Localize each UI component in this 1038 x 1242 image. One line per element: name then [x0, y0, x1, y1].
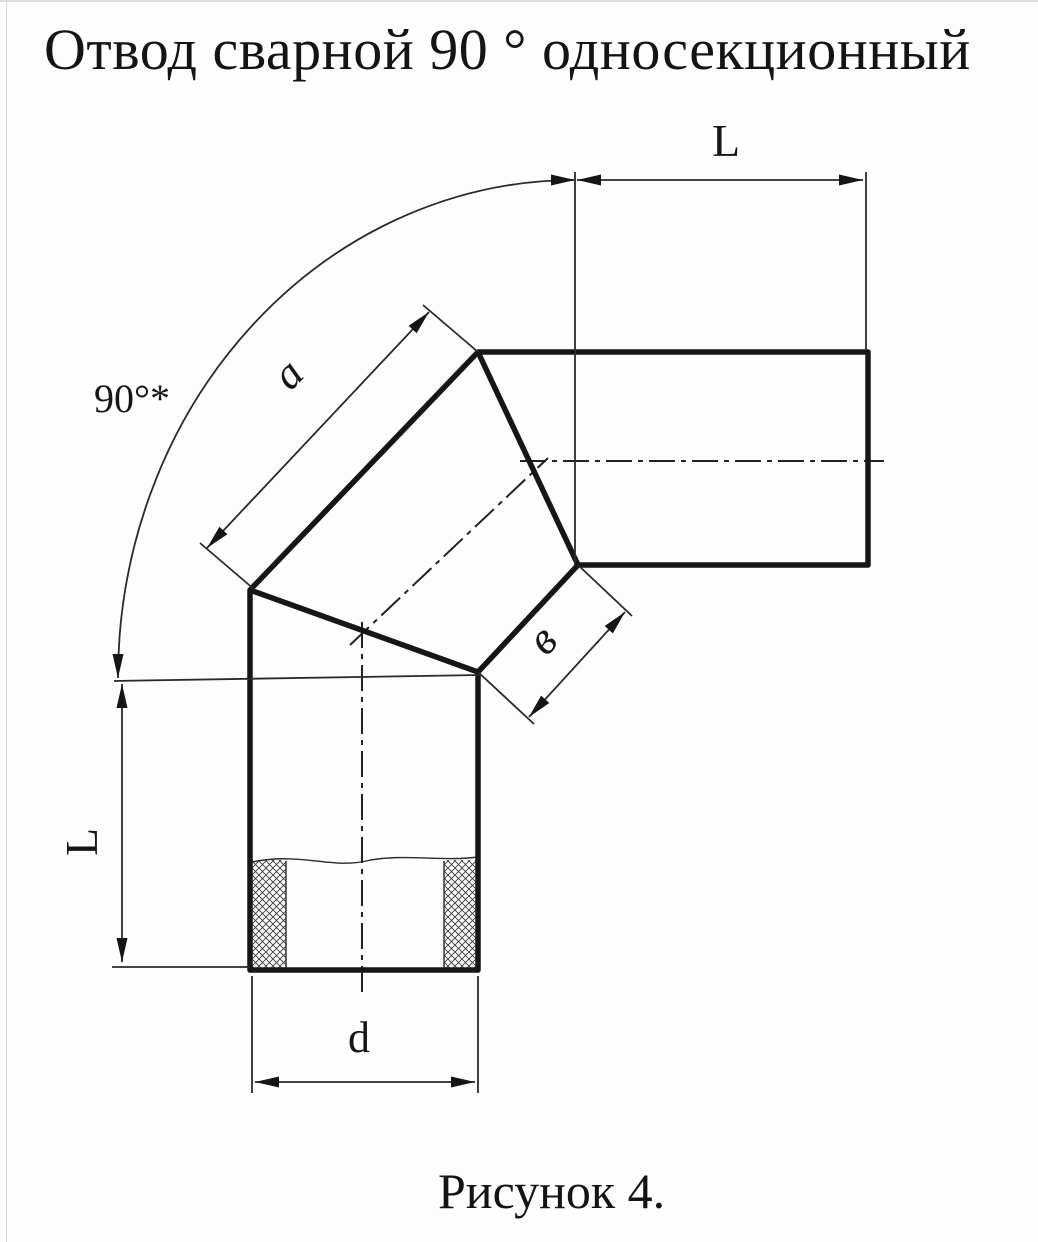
arrowhead	[604, 612, 625, 634]
arrowhead	[408, 312, 429, 334]
angle-dimension: 90°*	[94, 174, 576, 679]
arrowhead	[255, 1076, 279, 1088]
angle-label: 90°*	[94, 376, 170, 421]
dimension-top-L: L	[574, 115, 867, 565]
centerline-middle-section	[349, 457, 549, 646]
elbow-outline	[247, 349, 871, 973]
dimension-a: a	[199, 304, 479, 591]
dim-label-L-left: L	[56, 828, 107, 856]
dim-label-v: в	[516, 615, 567, 664]
arrowhead	[116, 938, 128, 962]
weld-seam-top	[475, 350, 581, 567]
extension-line	[477, 671, 535, 725]
wall-hatch-right	[444, 860, 478, 968]
break-line	[251, 856, 479, 864]
dimension-left-L: L	[56, 674, 481, 968]
extension-line	[113, 674, 481, 682]
arrowhead	[529, 695, 550, 717]
figure-caption: Рисунок 4.	[438, 1163, 666, 1219]
pipe-wall-hatching	[251, 856, 479, 968]
elbow-body	[247, 349, 871, 973]
drawing-title: Отвод сварной 90 ° односекционный	[44, 17, 971, 82]
extension-line	[422, 304, 479, 353]
angle-arc	[117, 179, 576, 679]
arrowhead	[207, 526, 228, 548]
extension-line	[199, 542, 256, 591]
dimension-d: d	[251, 976, 479, 1093]
extension-line	[577, 564, 633, 617]
arrowhead	[577, 174, 601, 186]
arc-arrowhead-top	[551, 174, 575, 186]
weld-seam-bottom	[249, 587, 479, 675]
wall-hatch-left	[252, 860, 286, 968]
scan-artifact-left	[6, 0, 7, 1242]
dim-label-d: d	[348, 1013, 370, 1062]
dim-label-L-top: L	[712, 115, 740, 166]
arrowhead	[116, 684, 128, 708]
dimension-line	[206, 311, 430, 549]
scan-artifact-top	[0, 0, 1038, 2]
center-lines	[349, 457, 884, 996]
arc-arrowhead-bottom	[112, 654, 124, 678]
arrowhead	[451, 1076, 475, 1088]
arrowhead	[839, 174, 863, 186]
dim-label-a: a	[262, 349, 313, 399]
